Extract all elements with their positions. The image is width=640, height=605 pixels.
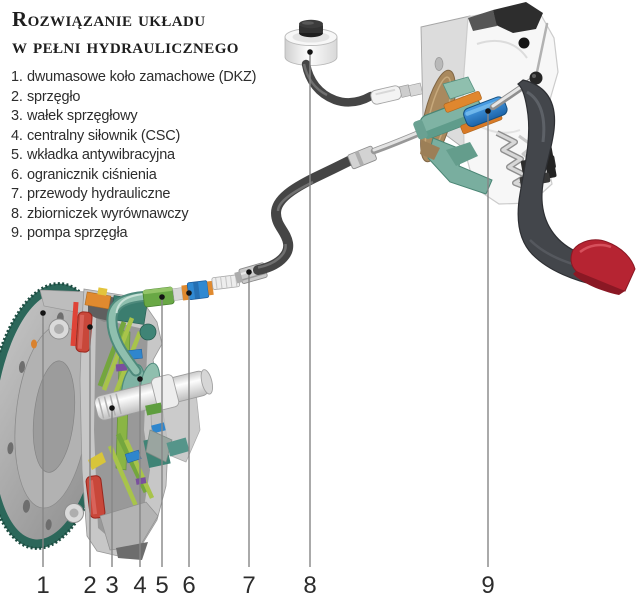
cover-bolt	[48, 318, 84, 523]
master-cylinder	[413, 76, 508, 195]
legend-item-2: 2.sprzęgło	[11, 88, 256, 108]
page-title-line1: Rozwiązanie układu	[12, 7, 206, 31]
legend-item-label: sprzęgło	[27, 88, 81, 105]
callout-number-9: 9	[481, 572, 494, 599]
legend-item-number: 3.	[11, 108, 23, 124]
page-title: Rozwiązanie układu w pełni hydrauliczneg…	[12, 6, 239, 60]
rim-orange-marker	[31, 339, 37, 349]
legend-item-label: pompa sprzęgła	[27, 225, 128, 241]
page-title-line2: w pełni hydraulicznego	[12, 34, 239, 58]
legend-item-label: dwumasowe koło zamachowe (DKZ)	[27, 69, 257, 85]
callout-dots	[40, 49, 491, 411]
legend-item-number: 5.	[11, 147, 23, 163]
callouts	[42, 52, 489, 567]
legend-item-label: ogranicznik ciśnienia	[27, 166, 157, 183]
callout-number-2: 2	[83, 572, 96, 599]
callout-number-1: 1	[36, 572, 49, 599]
callout-number-3: 3	[105, 572, 118, 599]
legend-item-label: centralny siłownik (CSC)	[27, 127, 181, 144]
callout-number-5: 5	[155, 572, 168, 599]
legend-item-label: wkładka antywibracyjna	[27, 147, 175, 163]
reservoir-hose	[301, 59, 376, 107]
legend-item-8: 8.zbiorniczek wyrównawczy	[11, 205, 256, 225]
legend-item-number: 6.	[11, 166, 23, 183]
callout-number-6: 6	[182, 572, 195, 599]
legend-item-label: przewody hydrauliczne	[27, 186, 171, 202]
legend-item-5: 5.wkładka antywibracyjna	[11, 146, 256, 166]
legend-item-number: 8.	[11, 205, 23, 222]
legend-item-label: zbiorniczek wyrównawczy	[27, 205, 189, 222]
legend-item-3: 3.wałek sprzęgłowy	[11, 107, 256, 127]
legend-item-9: 9.pompa sprzęgła	[11, 224, 256, 244]
legend-item-number: 2.	[11, 88, 23, 105]
damper-and-limiter-fittings	[142, 274, 241, 308]
legend-item-1: 1.dwumasowe koło zamachowe (DKZ)	[11, 68, 257, 88]
hydraulic-hose-main	[253, 118, 442, 275]
legend-list: 1.dwumasowe koło zamachowe (DKZ) 2.sprzę…	[11, 68, 257, 244]
legend-item-number: 1.	[11, 69, 23, 85]
legend-item-4: 4.centralny siłownik (CSC)	[11, 127, 256, 147]
bracket-top-mount	[493, 2, 543, 33]
pedal-assembly	[413, 2, 636, 295]
reservoir-cap	[299, 19, 323, 38]
legend-item-6: 6.ogranicznik ciśnienia	[11, 166, 256, 186]
callout-number-8: 8	[303, 572, 316, 599]
legend-item-label: wałek sprzęgłowy	[27, 108, 138, 124]
legend-item-number: 4.	[11, 127, 23, 144]
callout-number-4: 4	[133, 572, 146, 599]
legend-item-number: 9.	[11, 225, 23, 241]
legend-item-7: 7.przewody hydrauliczne	[11, 185, 256, 205]
pedal-pad	[570, 239, 636, 295]
callout-number-7: 7	[242, 572, 255, 599]
callout-numbers: 1 2 3 4 5 6 7 8 9	[36, 572, 494, 599]
reservoir	[284, 19, 424, 107]
input-shaft	[94, 369, 214, 421]
legend-item-number: 7.	[11, 186, 23, 202]
